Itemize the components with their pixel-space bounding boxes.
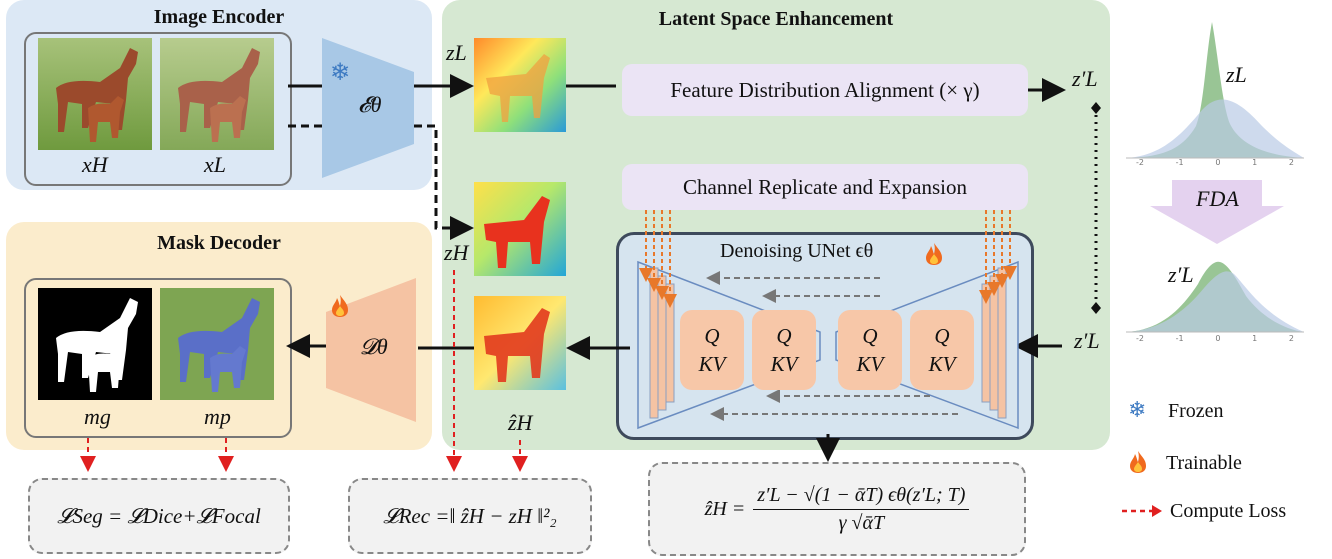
feature-distribution-alignment-box: Feature Distribution Alignment (× γ) (622, 64, 1028, 116)
feature-map-zh (474, 182, 566, 276)
decoder-trapezoid (326, 278, 416, 422)
legend-fire-icon (1130, 451, 1146, 473)
unet-title: Denoising UNet ϵθ (720, 240, 874, 262)
snowflake-icon: ❄ (330, 58, 351, 86)
input-label-xh: xH (82, 152, 108, 177)
fda-arrow (1150, 180, 1284, 244)
feature-map-zh-hat (474, 296, 566, 390)
distribution-plot-before (1126, 22, 1304, 159)
horse-image-high-res (38, 38, 152, 150)
decoder-label: 𝓓θ (360, 334, 388, 359)
mask-ground-truth (38, 288, 152, 400)
dist-ticks-bottom: -2 -1 0 1 2 (1136, 334, 1294, 343)
decoder-fire-icon (332, 295, 348, 317)
masks-frame (24, 278, 292, 438)
latent-label-zl: zL (446, 40, 467, 65)
fda-label: FDA (1196, 186, 1239, 211)
equation-fraction: z′L − √(1 − ᾱT) ϵθ(z′L; T) γ √ᾱT (753, 484, 970, 535)
legend-frozen: Frozen (1168, 400, 1224, 422)
reconstruction-loss-box: 𝓛Rec =‖ ẑH − zH ‖²₂ (348, 478, 592, 554)
dist-label-zl: zL (1226, 62, 1247, 87)
latent-label-zl-prime-bottom: z′L (1074, 328, 1100, 353)
channel-replicate-box: Channel Replicate and Expansion (622, 164, 1028, 210)
latent-label-zh: zH (444, 240, 469, 265)
feature-map-zl (474, 38, 566, 132)
latent-label-zl-prime-top: z′L (1072, 66, 1098, 91)
encoder-trapezoid (322, 38, 414, 178)
equation-lhs: ẑH = (704, 497, 746, 520)
denoise-equation-box: ẑH = z′L − √(1 − ᾱT) ϵθ(z′L; T) γ √ᾱT (648, 462, 1026, 556)
input-label-xl: xL (204, 152, 226, 177)
legend-loss-arrow-icon (1122, 505, 1162, 517)
latent-space-title: Latent Space Enhancement (658, 8, 894, 30)
encoder-label: 𝓔θ (358, 92, 382, 117)
legend-snowflake-icon: ❄ (1128, 398, 1147, 423)
horse-image-low-res (160, 38, 274, 150)
unet-fire-icon (926, 243, 942, 265)
equation-denominator: γ √ᾱT (838, 511, 885, 534)
mask-label-mp: mp (204, 404, 231, 429)
mask-decoder-title: Mask Decoder (157, 232, 281, 254)
image-encoder-title: Image Encoder (153, 6, 285, 28)
dist-ticks-top: -2 -1 0 1 2 (1136, 158, 1294, 167)
legend-compute-loss: Compute Loss (1170, 500, 1287, 522)
distribution-plot-after (1126, 261, 1304, 333)
input-images-frame (24, 32, 292, 186)
legend-trainable: Trainable (1166, 452, 1242, 474)
segmentation-loss-box: 𝓛Seg = 𝓛Dice+𝓛Focal (28, 478, 290, 554)
latent-label-zh-hat: ẑH (508, 410, 533, 435)
dist-label-zl-prime: z′L (1168, 262, 1194, 287)
mask-label-mg: mg (84, 404, 111, 429)
mask-prediction (160, 288, 274, 400)
equation-numerator: z′L − √(1 − ᾱT) ϵθ(z′L; T) (753, 484, 970, 510)
